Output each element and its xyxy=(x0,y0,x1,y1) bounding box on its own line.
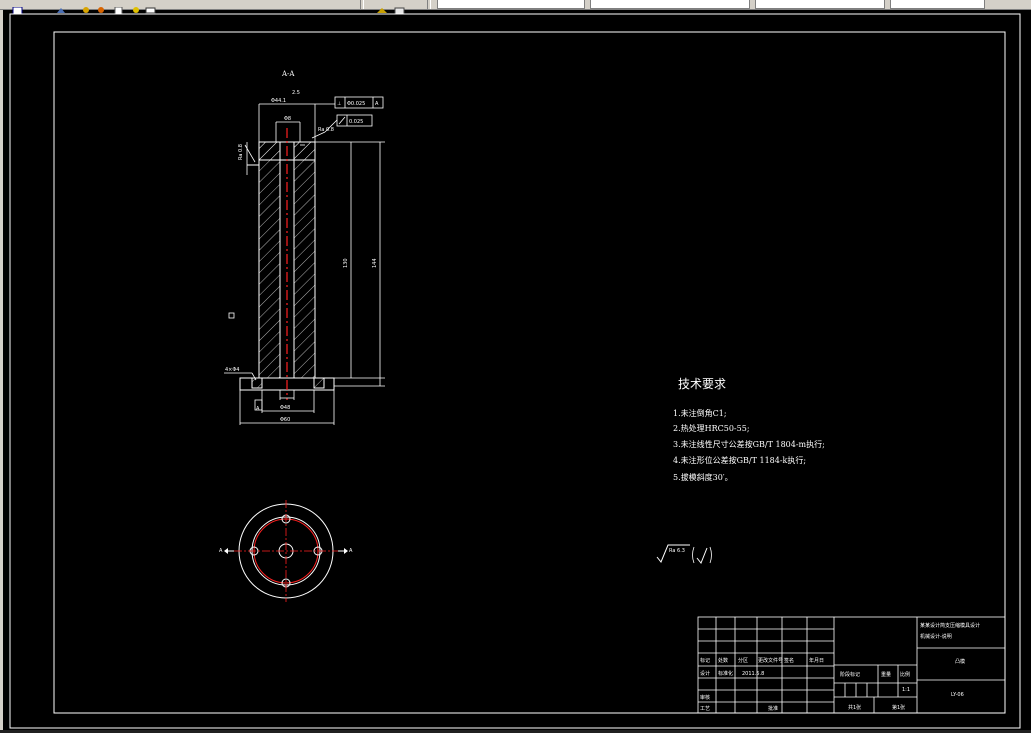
lineweight-control-dropdown[interactable] xyxy=(755,0,885,9)
roughness-symbol: Ra 6.3 xyxy=(656,544,712,564)
svg-text:Ra 0.8: Ra 0.8 xyxy=(318,127,334,133)
svg-text:Φ60: Φ60 xyxy=(280,417,290,423)
svg-text:A: A xyxy=(256,406,260,412)
svg-text:2011.5.8: 2011.5.8 xyxy=(742,671,764,677)
svg-text:LY-06: LY-06 xyxy=(951,692,964,698)
tolerance-frame-perpendicularity: ⊥ Φ0.025 A xyxy=(334,96,384,109)
svg-text:分区: 分区 xyxy=(738,657,748,664)
cube-icon[interactable] xyxy=(55,0,67,13)
svg-text:第1张: 第1张 xyxy=(892,704,905,711)
toolbar-separator xyxy=(427,0,431,9)
svg-text:重量: 重量 xyxy=(881,671,891,678)
svg-text:Ra 0.8: Ra 0.8 xyxy=(238,144,244,160)
svg-text:1.未注倒角C1;: 1.未注倒角C1; xyxy=(673,408,727,418)
tech-title: 技术要求 xyxy=(678,377,726,391)
svg-text:144: 144 xyxy=(372,258,378,268)
window-left-edge xyxy=(0,10,3,733)
svg-text:Φ0.025: Φ0.025 xyxy=(347,101,365,107)
svg-text:机械设计-说明: 机械设计-说明 xyxy=(920,633,952,640)
svg-text:某某设计简支压缩模具设计: 某某设计简支压缩模具设计 xyxy=(920,622,980,629)
toolbar-separator xyxy=(360,0,364,9)
svg-text:5.拔模斜度30′。: 5.拔模斜度30′。 xyxy=(673,472,733,482)
color-icon[interactable] xyxy=(95,0,107,13)
color-control-dropdown[interactable] xyxy=(437,0,585,9)
dimensions xyxy=(224,103,385,425)
plan-view: A A xyxy=(219,500,353,602)
plotstyle-control-dropdown[interactable] xyxy=(890,0,985,9)
svg-text:3.未注线性尺寸公差按GB/T 1804-m执行;: 3.未注线性尺寸公差按GB/T 1804-m执行; xyxy=(673,439,825,449)
svg-text:A: A xyxy=(349,548,353,554)
svg-text:A: A xyxy=(219,548,223,554)
title-block-text: 某某设计简支压缩模具设计 机械设计-说明 凸模 LY-06 1:1 标记 处数 … xyxy=(700,622,980,712)
svg-text:审核: 审核 xyxy=(700,694,710,701)
svg-text:Φ44.1: Φ44.1 xyxy=(271,98,286,104)
svg-text:设计: 设计 xyxy=(700,670,710,677)
svg-text:2.热处理HRC50-55;: 2.热处理HRC50-55; xyxy=(673,423,750,433)
svg-text:阶段标记: 阶段标记 xyxy=(840,671,860,678)
svg-text:⊥: ⊥ xyxy=(337,101,341,107)
svg-text:2.5: 2.5 xyxy=(292,90,300,96)
section-label: A-A xyxy=(281,70,295,78)
svg-text:签名: 签名 xyxy=(784,657,794,664)
svg-text:年月日: 年月日 xyxy=(809,657,824,664)
svg-text:处数: 处数 xyxy=(718,657,728,664)
sheet-outer-border xyxy=(9,13,1021,729)
svg-text:A: A xyxy=(375,101,379,107)
svg-text:Φ48: Φ48 xyxy=(280,405,290,411)
svg-text:0.025: 0.025 xyxy=(349,119,363,125)
svg-text:工艺: 工艺 xyxy=(700,706,710,712)
svg-text:更改文件号: 更改文件号 xyxy=(758,657,783,664)
svg-text:共1张: 共1张 xyxy=(848,704,861,711)
window-bottom-edge xyxy=(0,730,1031,733)
layer-icon[interactable] xyxy=(145,0,157,14)
toolbar xyxy=(0,0,1031,15)
svg-text:批准: 批准 xyxy=(768,705,778,712)
svg-text:比例: 比例 xyxy=(900,671,910,678)
linetype-control-dropdown[interactable] xyxy=(590,0,750,9)
folder-icon[interactable] xyxy=(80,0,92,13)
section-view xyxy=(239,128,335,400)
tolerance-frame-flatness: 0.025 xyxy=(311,114,373,139)
svg-text:标记: 标记 xyxy=(700,657,710,664)
marker-square xyxy=(228,312,235,319)
right-wall-hatch xyxy=(293,141,316,379)
svg-text:4×Φ4: 4×Φ4 xyxy=(225,367,240,373)
sheet-inner-border xyxy=(53,31,1006,714)
title-block xyxy=(697,616,1006,714)
lightbulb-icon[interactable] xyxy=(130,0,142,13)
dimension-text: Φ44.1 2.5 Φ8 130 144 4×Φ4 Φ48 Φ60 Ra 0.8… xyxy=(225,90,378,423)
svg-text:1:1: 1:1 xyxy=(902,687,910,693)
svg-text:4.未注形位公差按GB/T 1184-k执行;: 4.未注形位公差按GB/T 1184-k执行; xyxy=(673,455,806,465)
left-wall-hatch xyxy=(258,141,281,379)
svg-text:Ra 6.3: Ra 6.3 xyxy=(669,548,685,554)
tech-requirements: 1.未注倒角C1; 2.热处理HRC50-55; 3.未注线性尺寸公差按GB/T… xyxy=(673,408,825,482)
svg-text:标准化: 标准化 xyxy=(718,670,733,677)
svg-text:Φ8: Φ8 xyxy=(284,116,291,122)
layer-state-icon[interactable] xyxy=(376,0,388,13)
svg-text:130: 130 xyxy=(343,258,349,268)
svg-text:凸模: 凸模 xyxy=(955,658,965,665)
